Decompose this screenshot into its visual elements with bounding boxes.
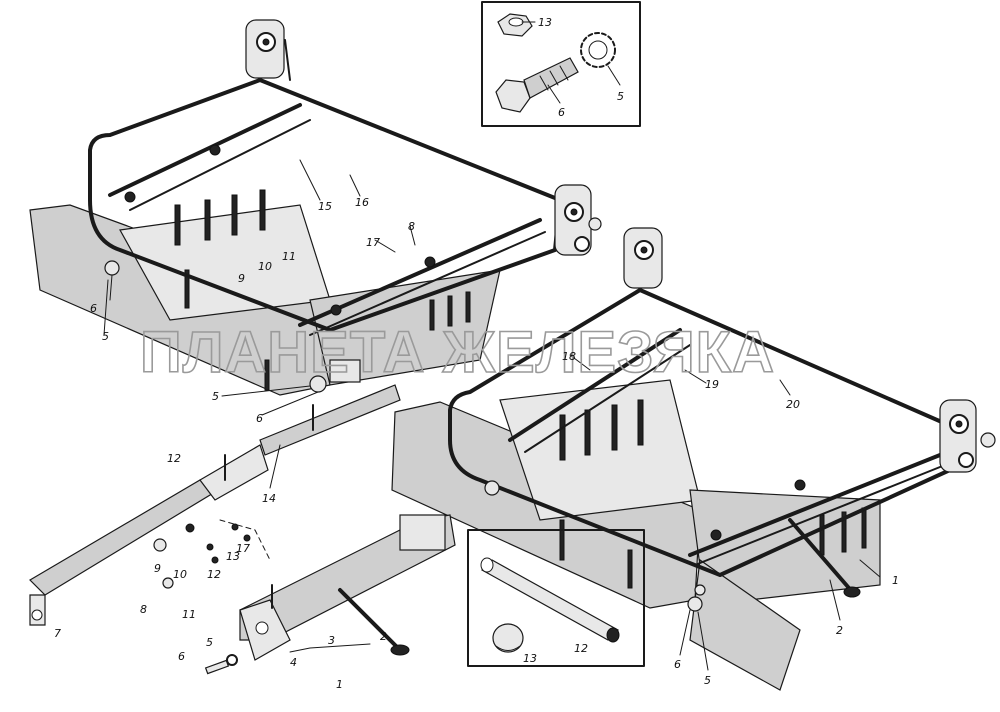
callout-6-lower: 6 [674, 658, 681, 671]
loose-bolt-icon [204, 654, 238, 675]
callout-3: 3 [328, 634, 335, 647]
callout-5-carriage: 5 [206, 636, 213, 649]
callout-11: 11 [282, 250, 296, 263]
rod-inset [467, 529, 645, 667]
wing-nut-icon [162, 577, 174, 589]
lower-springs [559, 399, 867, 589]
callout-17: 17 [366, 236, 380, 249]
callout-13-nut: 13 [538, 16, 552, 29]
bolt-icon [495, 57, 579, 113]
hardware-inset-frame [481, 1, 641, 127]
callout-15: 15 [318, 200, 332, 213]
lower-rear-hinge [623, 227, 663, 289]
lower-rail-left [508, 328, 682, 442]
upper-rear-hinge [245, 19, 285, 79]
callout-labels: 13 6 5 15 16 17 8 9 10 11 6 5 5 6 18 19 … [54, 16, 899, 691]
callout-10: 10 [258, 260, 272, 273]
carriage-lever [338, 588, 402, 652]
lower-front-hinge [939, 399, 996, 473]
callout-12-rod: 12 [574, 642, 588, 655]
hardware-inset [481, 1, 641, 127]
callout-10-track: 10 [173, 568, 187, 581]
callout-5-front: 5 [212, 390, 219, 403]
watermark-text: ПЛАНЕТА ЖЕЛЕЗЯКА [140, 320, 775, 385]
rod-inset-frame [467, 529, 645, 667]
callout-9-track: 9 [154, 562, 161, 575]
callout-8: 8 [408, 220, 415, 233]
callout-9: 9 [238, 272, 245, 285]
upper-track-rail [259, 384, 401, 456]
callout-1-carriage: 1 [336, 678, 343, 691]
callout-12-screw: 12 [207, 568, 221, 581]
upper-rail-left [108, 103, 302, 197]
callout-6-carriage: 6 [178, 650, 185, 663]
callout-12-track: 12 [167, 452, 181, 465]
lower-rail-right [688, 453, 942, 557]
callout-20: 20 [786, 398, 800, 411]
callout-5-lower: 5 [704, 674, 711, 687]
lower-seat-assembly [391, 227, 996, 691]
lower-slide-rail [689, 558, 801, 691]
callout-8-track: 8 [140, 603, 147, 616]
callout-13-screw: 13 [226, 550, 240, 563]
callout-4: 4 [290, 656, 297, 669]
lock-washer-icon [580, 32, 616, 68]
upper-mount-bolt [104, 260, 120, 276]
callout-2-carriage: 2 [380, 630, 387, 643]
upper-front-hinge [554, 184, 602, 256]
callout-17-screw: 17 [236, 542, 250, 555]
lower-adjust-lever [788, 518, 857, 597]
upper-seat-assembly [29, 19, 602, 396]
upper-springs [174, 189, 471, 391]
callout-7: 7 [54, 627, 61, 640]
callout-5-upper: 5 [102, 330, 109, 343]
callout-18: 18 [562, 350, 576, 363]
callout-19: 19 [705, 378, 719, 391]
upper-tube-frame [88, 78, 562, 332]
slide-track-assembly [29, 384, 456, 675]
rod-icon [480, 557, 620, 643]
callout-11-track: 11 [182, 608, 196, 621]
leader-lines [103, 21, 881, 671]
callout-6-front: 6 [256, 412, 263, 425]
callout-1-lower: 1 [892, 574, 899, 587]
knob-icon [492, 623, 524, 653]
callout-5-washer: 5 [617, 90, 624, 103]
nut-icon [497, 13, 533, 37]
callout-14: 14 [262, 492, 276, 505]
callout-13-knob: 13 [523, 652, 537, 665]
callout-6-bolt: 6 [558, 106, 565, 119]
callout-6-upper: 6 [90, 302, 97, 315]
callout-16: 16 [355, 196, 369, 209]
callout-2-lower: 2 [836, 624, 843, 637]
lower-track-rail [29, 479, 217, 596]
